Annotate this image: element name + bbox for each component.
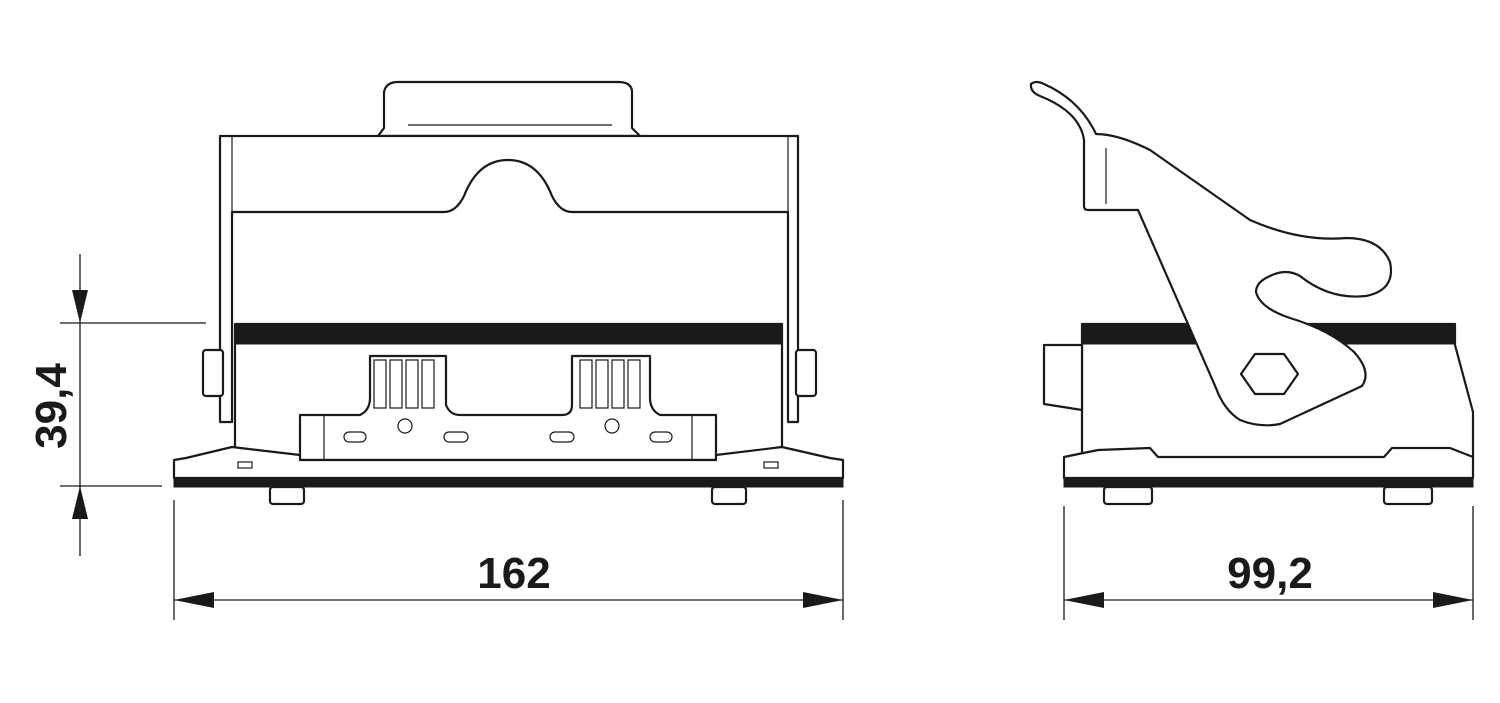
side-locking-lever bbox=[1029, 80, 1393, 427]
front-slot bbox=[549, 431, 575, 443]
dimension-width-front: 162 bbox=[173, 500, 844, 620]
front-slot bbox=[343, 431, 367, 443]
side-view bbox=[1029, 80, 1475, 506]
front-handle-grip bbox=[376, 80, 642, 138]
side-hex-bolt bbox=[1239, 352, 1300, 396]
dimension-width-side: 99,2 bbox=[1063, 506, 1474, 620]
front-locking-lever bbox=[218, 134, 800, 424]
front-hole bbox=[397, 418, 413, 434]
side-gland bbox=[1042, 343, 1084, 412]
dimension-width-side-label: 99,2 bbox=[1227, 549, 1313, 598]
side-base-band bbox=[1063, 477, 1474, 488]
front-pivot-left bbox=[201, 348, 225, 398]
side-foot-left bbox=[1102, 485, 1154, 506]
dimension-height-label: 39,4 bbox=[27, 363, 76, 449]
front-slot bbox=[443, 431, 469, 443]
side-foot-right bbox=[1382, 485, 1434, 506]
dimension-width-front-label: 162 bbox=[477, 549, 550, 598]
front-ribs-right bbox=[579, 359, 641, 409]
front-foot-left bbox=[268, 485, 306, 506]
front-slot bbox=[649, 431, 673, 443]
front-hole bbox=[604, 418, 620, 434]
front-base-band bbox=[173, 477, 844, 488]
dimension-height: 39,4 bbox=[27, 254, 206, 556]
front-ribs-left bbox=[373, 359, 435, 409]
front-sealing-band bbox=[234, 323, 783, 345]
front-foot-right bbox=[710, 485, 748, 506]
front-pivot-right bbox=[794, 348, 818, 398]
front-view bbox=[172, 80, 845, 506]
